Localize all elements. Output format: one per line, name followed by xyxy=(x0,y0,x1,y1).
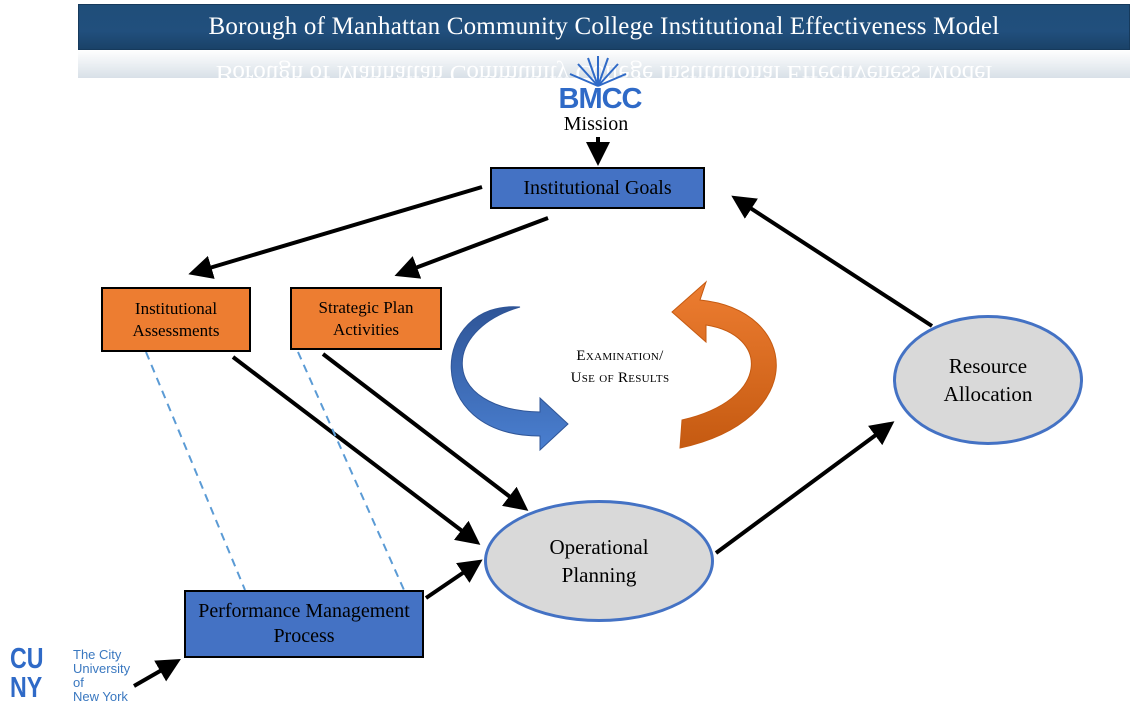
examination-label: Examination/ Use of Results xyxy=(520,345,720,389)
orange-cycle-arrow xyxy=(671,280,777,449)
bmcc-logo-crown xyxy=(569,56,627,87)
institutional-goals-label: Institutional Goals xyxy=(523,176,672,199)
bmcc-logo: BMCC xyxy=(558,83,643,115)
arrow-performance-to-operational xyxy=(424,559,483,600)
arrow-resource-to-goals xyxy=(731,195,934,328)
examination-line-1: Examination/ xyxy=(576,348,664,364)
operational-planning-ellipse: Operational Planning xyxy=(484,500,714,622)
performance-management-box: Performance Management Process xyxy=(184,590,424,658)
blue-cycle-arrow xyxy=(450,306,569,452)
strategic-plan-label: Strategic Plan Activities xyxy=(318,297,414,339)
arrow-goals-to-strategic xyxy=(394,216,549,279)
cuny-mark-top: CU xyxy=(10,643,44,675)
performance-management-label: Performance Management Process xyxy=(198,600,410,647)
arrow-goals-to-assessments xyxy=(188,185,483,279)
cuny-mark-bottom: NY xyxy=(10,672,43,704)
cuny-line-3: of xyxy=(73,675,84,690)
arrow-strategic-to-operational xyxy=(321,352,529,511)
institutional-assessments-label: Institutional Assessments xyxy=(132,298,220,340)
cuny-line-4: New York xyxy=(73,689,128,704)
page-title: Borough of Manhattan Community College I… xyxy=(208,13,1000,40)
dashed-assessments-to-performance xyxy=(145,351,246,591)
strategic-plan-box: Strategic Plan Activities xyxy=(290,287,442,350)
resource-allocation-label: Resource Allocation xyxy=(943,354,1033,406)
resource-allocation-ellipse: Resource Allocation xyxy=(893,315,1083,445)
cuny-line-2: University xyxy=(73,661,131,676)
institutional-goals-box: Institutional Goals xyxy=(490,167,705,209)
dashed-strategic-to-performance xyxy=(297,351,405,591)
arrow-assessments-to-operational xyxy=(231,355,481,545)
arrow-cuny-to-performance xyxy=(133,659,181,688)
operational-planning-label: Operational Planning xyxy=(549,535,649,587)
arrow-operational-to-resource xyxy=(714,421,895,555)
institutional-assessments-box: Institutional Assessments xyxy=(101,287,251,352)
cuny-line-1: The City xyxy=(73,647,122,662)
mission-label: Mission xyxy=(563,113,629,135)
title-bar: Borough of Manhattan Community College I… xyxy=(78,4,1130,50)
examination-line-2: Use of Results xyxy=(570,370,670,386)
cuny-logo: CU NY xyxy=(10,645,70,707)
